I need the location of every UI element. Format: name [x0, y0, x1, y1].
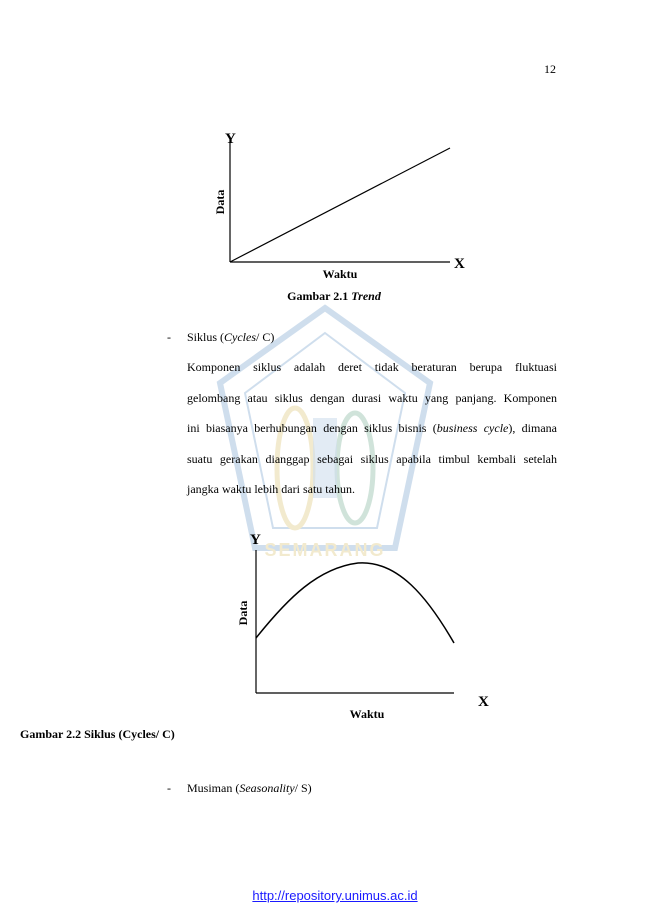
y-axis-letter: Y — [225, 131, 236, 147]
vertical-axis-label: Data — [236, 601, 250, 626]
list-item-musiman: Musiman (Seasonality/ S) — [187, 781, 312, 795]
paragraph-line: ini biasanya berhubungan dengan siklus b… — [187, 421, 557, 435]
list-bullet: - — [167, 330, 171, 344]
paragraph-line: Komponen siklus adalah deret tidak berat… — [187, 360, 557, 374]
paragraph-line: jangka waktu lebih dari satu tahun. — [187, 482, 355, 496]
page-number: 12 — [544, 62, 556, 76]
list-bullet: - — [167, 781, 171, 795]
trend-figure: Y X Data Waktu — [213, 131, 465, 278]
y-axis-letter: Y — [250, 532, 261, 548]
vertical-axis-label: Data — [213, 190, 227, 215]
x-axis-letter: X — [478, 694, 489, 710]
university-seal-watermark: SEMARANG — [216, 304, 434, 560]
watermark-text: SEMARANG — [264, 540, 385, 560]
figure-2-caption: Gambar 2.2 Siklus (Cycles/ C) — [20, 727, 175, 741]
cycle-curve — [255, 562, 455, 644]
paragraph-line: gelombang atau siklus dengan durasi wakt… — [187, 390, 557, 405]
cycles-figure: Y X Data Waktu — [236, 532, 489, 721]
x-axis-letter: X — [454, 256, 465, 272]
repository-link[interactable]: http://repository.unimus.ac.id — [252, 888, 418, 903]
horizontal-axis-label: Waktu — [350, 707, 385, 721]
list-item-siklus: Siklus (Cycles/ C) — [187, 330, 275, 344]
figure-1-caption: Gambar 2.1 Trend — [287, 289, 381, 303]
paragraph-line: suatu gerakan dianggap sebagai siklus ap… — [187, 451, 557, 466]
trend-line — [229, 147, 451, 263]
horizontal-axis-label: Waktu — [323, 267, 358, 278]
siklus-paragraph: Komponen siklus adalah deret tidak berat… — [187, 352, 557, 505]
